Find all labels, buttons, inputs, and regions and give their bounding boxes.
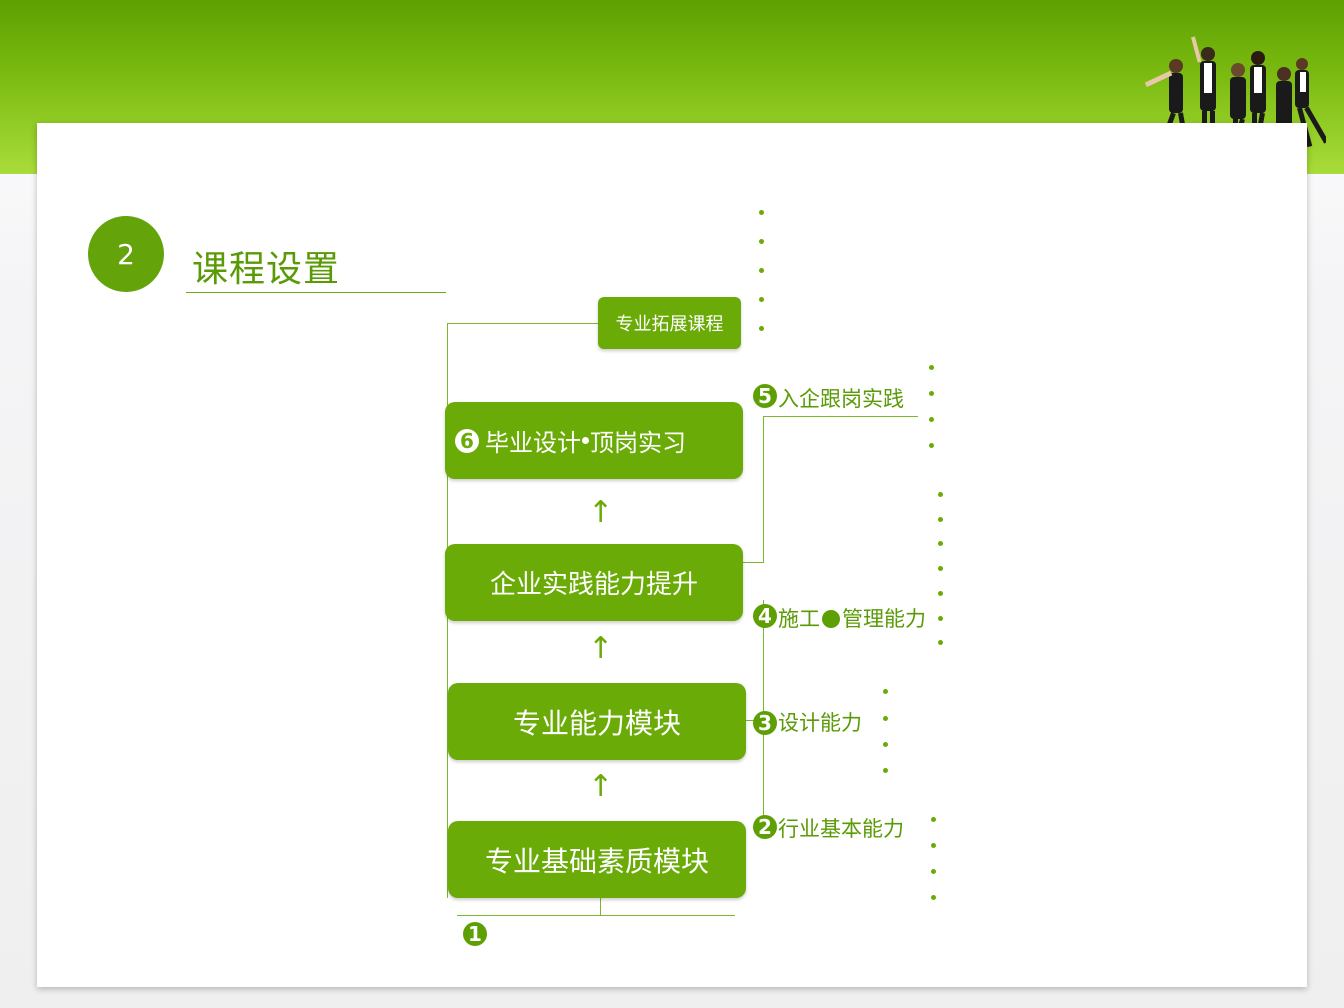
bottom-stem-line bbox=[600, 898, 601, 915]
enterprise-practice-box: 企业实践能力提升 bbox=[445, 544, 743, 621]
marker-5: 5 bbox=[753, 384, 777, 408]
separator-dot bbox=[822, 610, 840, 628]
dot bbox=[938, 616, 943, 621]
dot bbox=[759, 268, 764, 273]
extension-course-box: 专业拓展课程 bbox=[598, 297, 741, 349]
enterprise-practice-label: 企业实践能力提升 bbox=[489, 570, 698, 600]
section-title: 课程设置 bbox=[192, 249, 341, 290]
foundation-module-box: 专业基础素质模块 bbox=[448, 821, 746, 898]
dot bbox=[931, 817, 936, 822]
extension-course-label: 专业拓展课程 bbox=[615, 314, 724, 335]
bottom-base-line bbox=[457, 915, 735, 916]
dot bbox=[883, 768, 888, 773]
construction-label: 施工 bbox=[778, 607, 820, 631]
marker-2: 2 bbox=[753, 815, 777, 839]
foundation-module-label: 专业基础素质模块 bbox=[484, 844, 709, 878]
dot bbox=[938, 640, 943, 645]
dot bbox=[929, 417, 934, 422]
enterprise-connector-line bbox=[743, 562, 763, 563]
dot bbox=[929, 391, 934, 396]
dot bbox=[931, 895, 936, 900]
practice-vertical-line bbox=[763, 416, 764, 563]
graduation-box: 6 毕业设计 顶岗实习 bbox=[445, 402, 743, 479]
separator-dot bbox=[582, 437, 589, 444]
practice-horizontal-line bbox=[763, 416, 918, 417]
dot bbox=[759, 326, 764, 331]
graduation-label: 毕业设计 bbox=[485, 429, 581, 457]
professional-module-label: 专业能力模块 bbox=[512, 706, 681, 740]
dot bbox=[938, 566, 943, 571]
dot bbox=[938, 541, 943, 546]
extension-connector-line bbox=[447, 323, 599, 324]
dot bbox=[759, 210, 764, 215]
dot bbox=[883, 689, 888, 694]
dot bbox=[931, 843, 936, 848]
marker-6: 6 bbox=[455, 428, 479, 453]
dot bbox=[938, 517, 943, 522]
dot bbox=[759, 297, 764, 302]
dot bbox=[883, 742, 888, 747]
practice-label: 入企跟岗实践 bbox=[778, 387, 904, 411]
arrow-up-icon: ↑ bbox=[588, 631, 614, 666]
dot bbox=[883, 716, 888, 721]
design-label: 设计能力 bbox=[778, 711, 862, 735]
internship-label: 顶岗实习 bbox=[590, 429, 686, 457]
professional-module-box: 专业能力模块 bbox=[448, 683, 746, 760]
section-number-badge: 2 bbox=[88, 216, 164, 292]
marker-1: 1 bbox=[463, 922, 487, 946]
dot bbox=[938, 591, 943, 596]
dot bbox=[938, 492, 943, 497]
arrow-up-icon: ↑ bbox=[588, 769, 614, 804]
arrow-up-icon: ↑ bbox=[588, 495, 614, 530]
management-label: 管理能力 bbox=[842, 607, 926, 631]
dot bbox=[931, 869, 936, 874]
dot bbox=[929, 443, 934, 448]
dot bbox=[759, 239, 764, 244]
marker-4: 4 bbox=[753, 604, 777, 628]
dot bbox=[929, 365, 934, 370]
marker-3: 3 bbox=[753, 711, 777, 735]
industry-label: 行业基本能力 bbox=[778, 817, 904, 841]
construction-label-group: 施工管理能力 bbox=[778, 603, 926, 633]
title-underline bbox=[186, 292, 446, 293]
